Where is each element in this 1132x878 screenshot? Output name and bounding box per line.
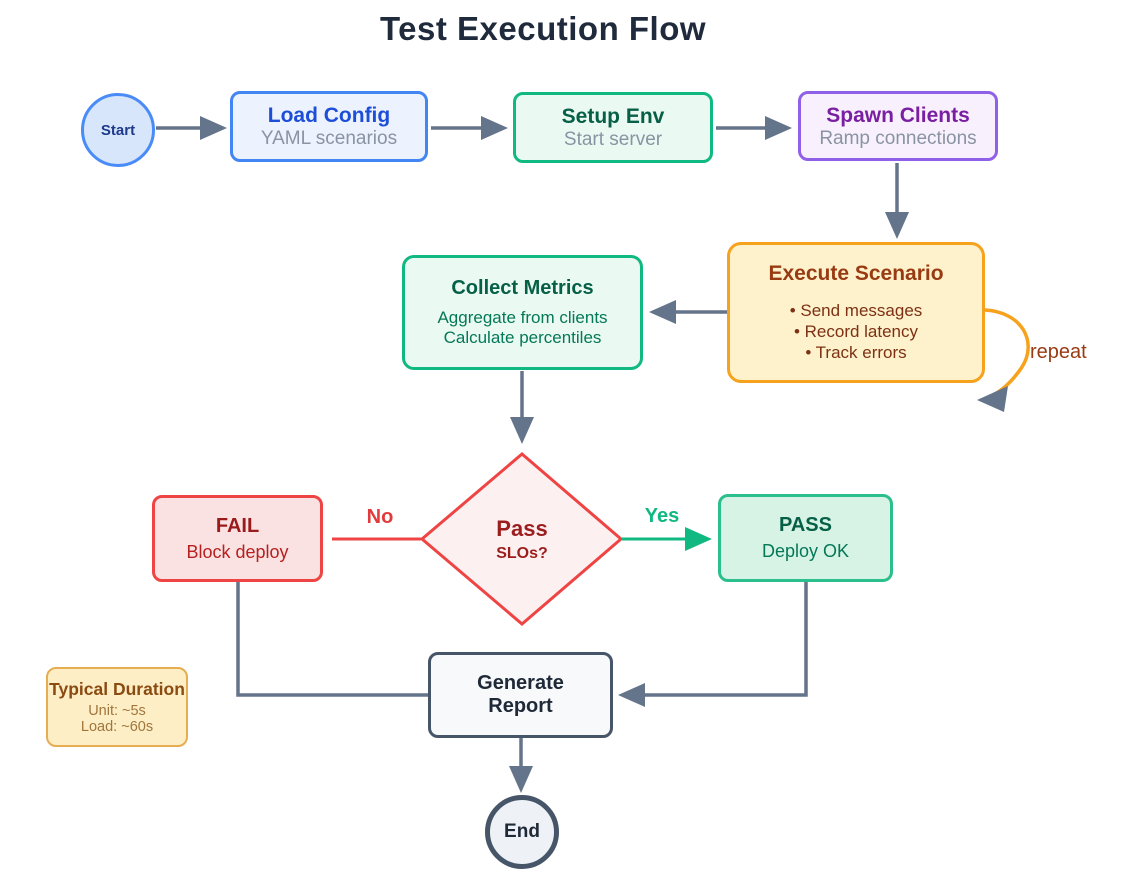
load-config-node: Load Config YAML scenarios — [230, 91, 428, 162]
execute-scenario-bullet: • Send messages — [789, 301, 923, 320]
note-title: Typical Duration — [49, 679, 185, 699]
arrowhead-start-loadconfig — [200, 116, 227, 140]
diagram-title: Test Execution Flow — [379, 10, 707, 47]
setup-env-title: Setup Env — [561, 105, 665, 128]
edge-fail-report — [236, 582, 428, 697]
edge-label-yes: Yes — [644, 505, 680, 527]
collect-metrics-line: Aggregate from clients — [437, 308, 608, 327]
pass-title: PASS — [779, 514, 832, 536]
arrowhead-collect-decision — [510, 417, 534, 444]
end-label: End — [504, 821, 540, 842]
collect-metrics-line: Calculate percentiles — [443, 328, 602, 347]
generate-report-line: Report — [488, 695, 553, 717]
fail-node: FAIL Block deploy — [152, 495, 323, 582]
spawn-clients-title: Spawn Clients — [826, 103, 970, 127]
note-line: Unit: ~5s — [88, 703, 146, 719]
spawn-clients-subtitle: Ramp connections — [819, 127, 977, 149]
arrowhead-report-end — [509, 766, 533, 793]
decision-title: Pass — [496, 515, 548, 541]
spawn-clients-node: Spawn Clients Ramp connections — [798, 91, 998, 161]
arrowhead-spawnclients-execute — [885, 212, 909, 239]
pass-subtitle: Deploy OK — [761, 541, 850, 561]
decision-diamond — [419, 452, 624, 626]
start-label: Start — [100, 121, 136, 139]
note-line: Load: ~60s — [80, 719, 154, 735]
pass-node: PASS Deploy OK — [718, 494, 893, 582]
execute-scenario-bullet: • Record latency — [793, 322, 919, 341]
execute-scenario-title: Execute Scenario — [768, 262, 944, 285]
typical-duration-note: Typical Duration Unit: ~5s Load: ~60s — [46, 667, 188, 747]
end-node: End — [485, 795, 559, 869]
arrowhead-loadconfig-setupenv — [481, 116, 508, 140]
fail-subtitle: Block deploy — [186, 541, 289, 562]
arrowhead-pass-report — [618, 683, 645, 707]
edge-pass-report — [645, 582, 808, 697]
edge-repeat-loop — [984, 308, 1030, 396]
generate-report-line: Generate — [477, 672, 564, 694]
generate-report-node: Generate Report — [428, 652, 613, 738]
start-node: Start — [81, 93, 155, 167]
execute-scenario-bullet: • Track errors — [805, 343, 907, 362]
arrowhead-setupenv-spawnclients — [765, 116, 792, 140]
arrowhead-execute-collect — [649, 300, 676, 324]
collect-metrics-title: Collect Metrics — [451, 277, 594, 299]
setup-env-node: Setup Env Start server — [513, 92, 713, 163]
arrowhead-decision-pass — [685, 527, 712, 551]
fail-title: FAIL — [215, 514, 260, 537]
decision-node-label: Pass SLOs? — [422, 454, 622, 624]
setup-env-subtitle: Start server — [563, 129, 663, 150]
edge-label-no: No — [366, 506, 394, 528]
arrowhead-repeat-loop — [977, 386, 1008, 412]
edge-label-repeat: repeat — [1030, 341, 1087, 363]
load-config-title: Load Config — [267, 104, 391, 127]
decision-subtitle: SLOs? — [496, 544, 548, 562]
execute-scenario-node: Execute Scenario • Send messages • Recor… — [727, 242, 985, 383]
collect-metrics-node: Collect Metrics Aggregate from clients C… — [402, 255, 643, 370]
load-config-subtitle: YAML scenarios — [260, 128, 398, 149]
